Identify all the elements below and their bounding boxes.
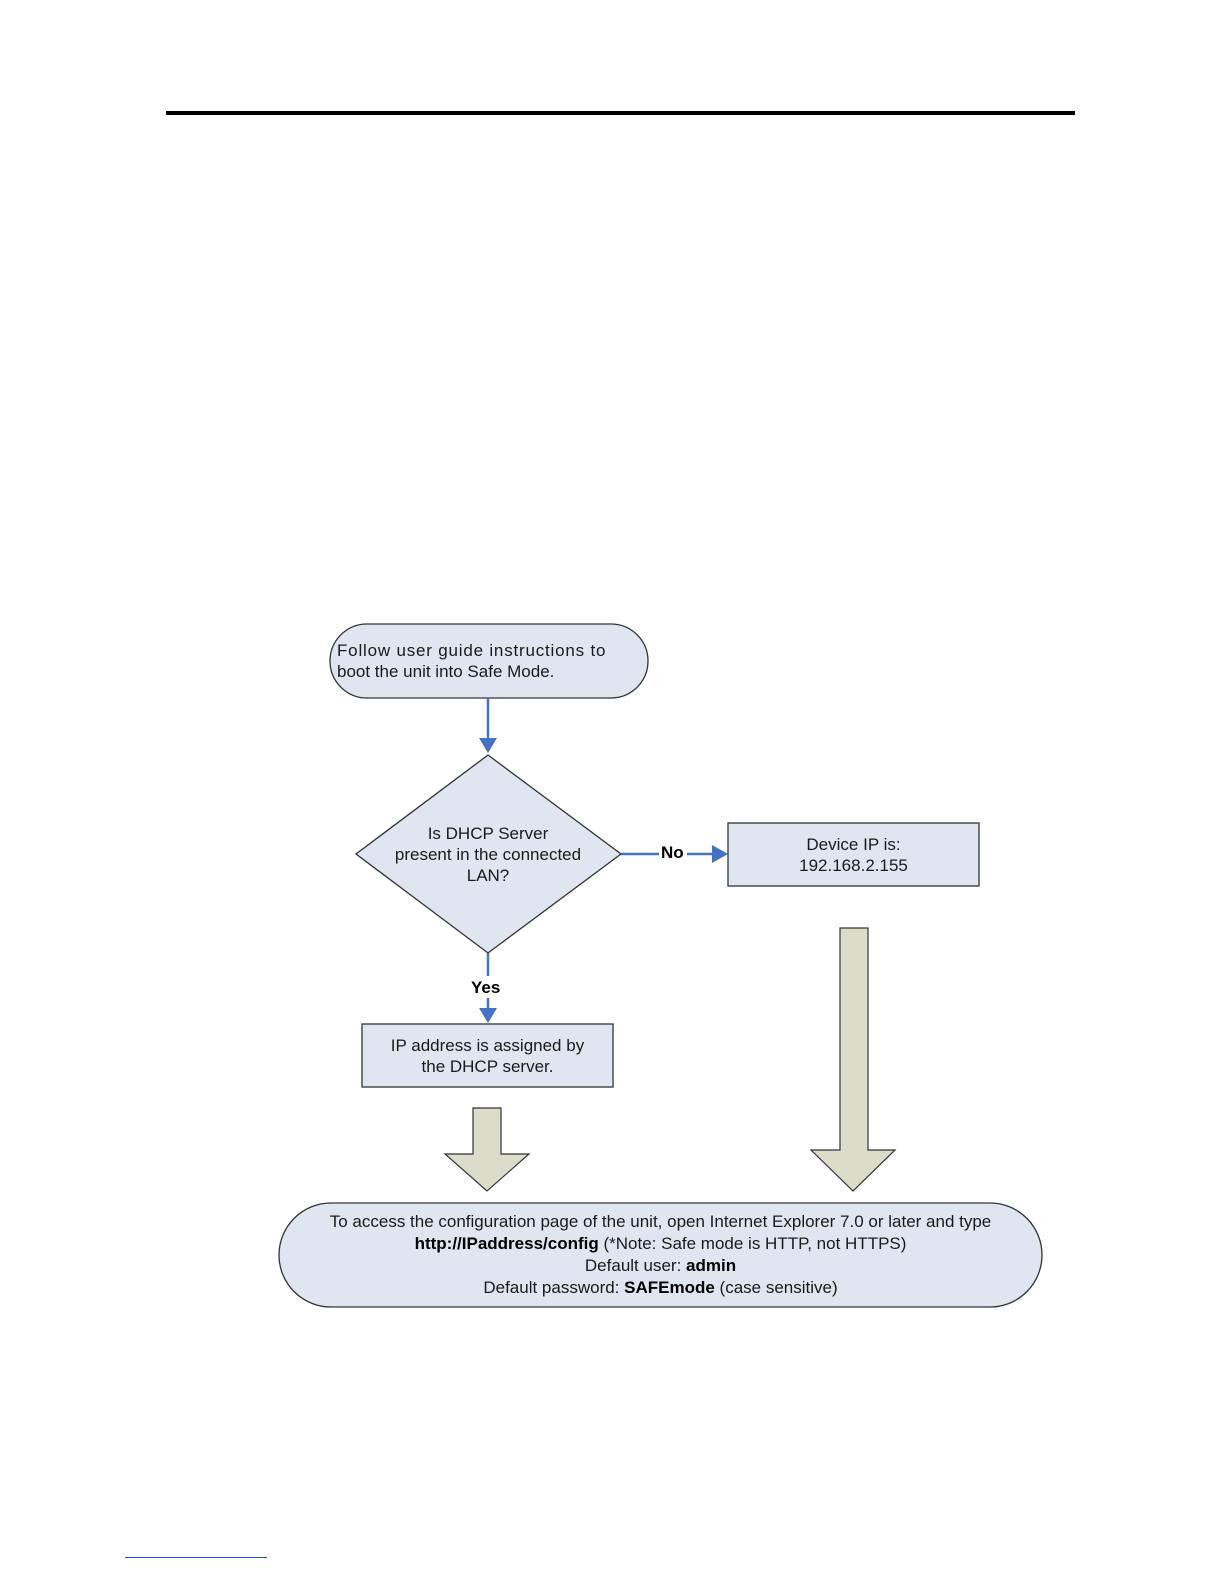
yes-result-text: IP address is assigned by the DHCP serve…: [362, 1024, 613, 1087]
default-password-prefix: Default password:: [483, 1278, 625, 1297]
yes-result-line-1: IP address is assigned by: [390, 1035, 585, 1055]
default-user: admin: [686, 1256, 737, 1275]
config-url: http://IPaddress/config: [414, 1234, 599, 1253]
yes-result-line-2: the DHCP server.: [421, 1056, 554, 1076]
default-password-suffix: (case sensitive): [714, 1278, 838, 1297]
final-line-1: To access the configuration page of the …: [329, 1212, 992, 1231]
yes-label: Yes: [471, 978, 501, 997]
decision-line-1: Is DHCP Server: [427, 823, 549, 843]
top-rule: [166, 111, 1075, 115]
big-arrow-left: [443, 1107, 531, 1192]
no-label: No: [661, 843, 684, 862]
footer-rule: [125, 1557, 267, 1558]
arrowhead-no-result: [712, 845, 728, 863]
no-result-line-2: 192.168.2.155: [799, 855, 908, 875]
no-result-box: [727, 822, 980, 887]
final-text: To access the configuration page of the …: [285, 1208, 1036, 1302]
final-line-2: http://IPaddress/config (*Note: Safe mod…: [415, 1233, 907, 1255]
final-line-4: Default password: SAFEmode (case sensiti…: [483, 1277, 837, 1299]
arrowhead-decision: [479, 738, 497, 753]
arrowhead-yes-result: [479, 1008, 497, 1023]
start-line-2: boot the unit into Safe Mode.: [337, 662, 555, 681]
decision-line-3: LAN?: [466, 865, 510, 885]
start-text: Follow user guide instructions to boot t…: [337, 630, 637, 692]
decision-text: Is DHCP Server present in the connected …: [376, 818, 600, 890]
default-user-prefix: Default user:: [584, 1256, 687, 1275]
no-result-text: Device IP is: 192.168.2.155: [728, 823, 979, 886]
decision-line-2: present in the connected: [394, 844, 582, 864]
no-result-line-1: Device IP is:: [806, 834, 901, 854]
final-terminator: [278, 1202, 1043, 1308]
big-arrow-right: [809, 927, 897, 1192]
final-note: (*Note: Safe mode is HTTP, not HTTPS): [598, 1234, 907, 1253]
start-line-1: Follow user guide instructions to: [337, 641, 607, 660]
yes-result-box: [361, 1023, 614, 1088]
default-password: SAFEmode: [624, 1278, 715, 1297]
final-line-3: Default user: admin: [585, 1255, 736, 1277]
